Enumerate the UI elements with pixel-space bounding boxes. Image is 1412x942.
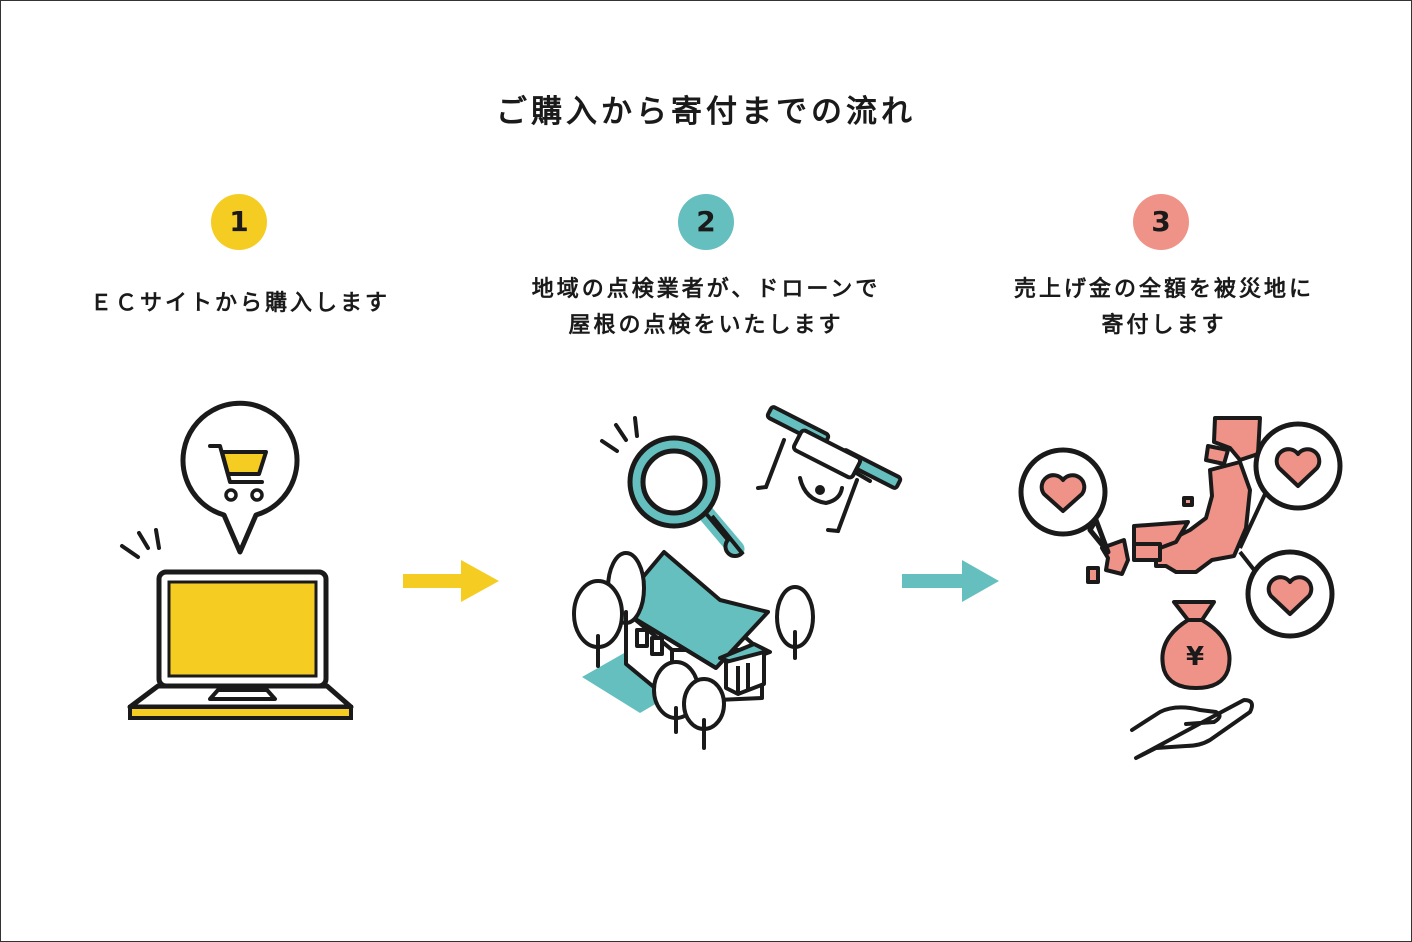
step-2-description: 地域の点検業者が、ドローンで 屋根の点検をいたします (486, 272, 926, 344)
step-2-line-1: 地域の点検業者が、ドローンで (531, 277, 881, 302)
heart-bubble-icon (1238, 421, 1343, 549)
step-3-badge: 3 (1133, 194, 1189, 250)
drone-icon (756, 405, 903, 533)
speech-bubble-icon (180, 400, 300, 555)
page-title: ご購入から寄付までの流れ (496, 94, 916, 130)
hand-icon (1130, 698, 1254, 760)
japan-map-icon (1086, 416, 1262, 584)
step-3-description: 売上げ金の全額を被災地に 寄付します (944, 272, 1384, 344)
heart-bubble-icon (1018, 447, 1111, 555)
arrow-right-icon (902, 560, 999, 602)
tree-icon (572, 551, 815, 750)
shopping-cart-icon (208, 444, 268, 502)
sparkle-lines-icon (120, 528, 161, 559)
laptop-icon (127, 569, 354, 720)
step-2-badge: 2 (678, 194, 734, 250)
step-1-description: ＥＣサイトから購入します (20, 286, 460, 322)
step-3-line-2: 寄付します (1101, 313, 1227, 338)
arrow-right-icon (403, 560, 499, 602)
step-1-badge: 1 (211, 194, 267, 250)
yen-symbol: ¥ (1186, 642, 1204, 672)
house-icon (582, 550, 772, 713)
magnifier-icon (627, 435, 745, 559)
step-3-line-1: 売上げ金の全額を被災地に (1013, 277, 1314, 302)
sparkle-lines-icon (600, 416, 639, 453)
money-bag-icon: ¥ (1160, 600, 1232, 690)
step-2-line-2: 屋根の点検をいたします (568, 313, 844, 338)
step-1-line-1: ＥＣサイトから購入します (89, 291, 390, 316)
heart-bubble-icon (1238, 549, 1335, 639)
